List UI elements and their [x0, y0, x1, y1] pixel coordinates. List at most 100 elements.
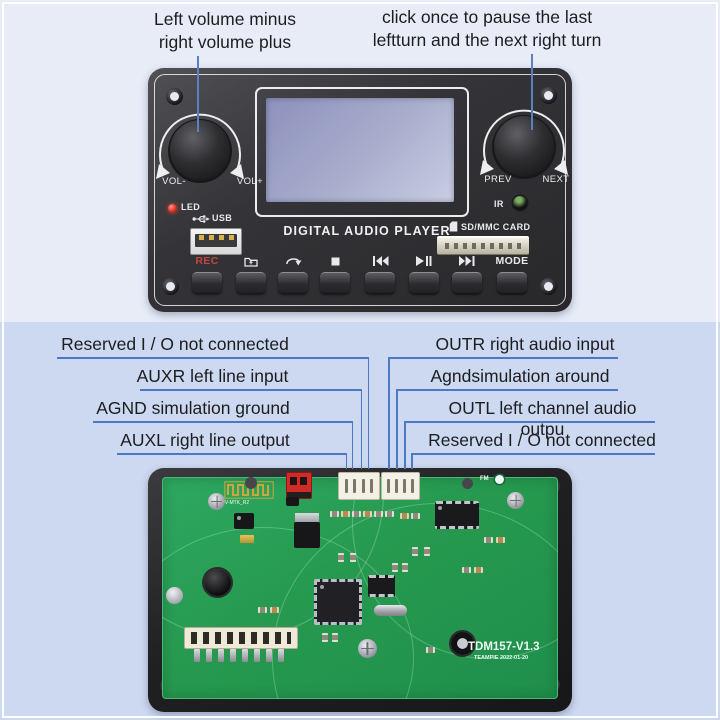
callout-drop-line — [360, 389, 363, 469]
panel-title: DIGITAL AUDIO PLAYER — [283, 224, 451, 238]
smd-component — [352, 511, 361, 517]
fm-label: FM — [480, 476, 489, 482]
annotation-volume-line1: Left volume minus — [153, 9, 296, 29]
screw-hole — [162, 278, 179, 295]
solder-pin — [194, 649, 200, 662]
screw — [208, 493, 225, 510]
rec-button-group: REC — [185, 254, 229, 293]
mode-button[interactable] — [497, 272, 527, 293]
usb-contact — [209, 235, 214, 240]
mode-label: MODE — [495, 255, 529, 267]
screw-hole — [540, 278, 557, 295]
main-chip — [314, 579, 362, 625]
smd-component — [412, 547, 418, 556]
solder-pin — [278, 649, 284, 662]
capacitor — [451, 632, 474, 655]
next-button[interactable] — [452, 272, 482, 293]
callout-drop-line — [396, 389, 398, 469]
usb-contact — [199, 235, 204, 240]
callout-line-volume — [197, 56, 199, 132]
callout-underline — [57, 357, 369, 359]
smd-component — [374, 511, 383, 517]
pin-callout-label: OUTR right audio input — [435, 334, 615, 354]
smd-component — [402, 563, 408, 572]
lcd-screen — [266, 98, 454, 202]
gold-pad — [240, 535, 254, 543]
smd-component — [332, 633, 338, 642]
capacitor — [166, 587, 183, 604]
sd-label: SD/MMC CARD — [461, 222, 531, 232]
screw-hole — [540, 87, 557, 104]
previous-icon — [372, 256, 388, 266]
pcb-board: WV-MTK_R2 FM — [162, 472, 558, 699]
screen-bezel — [255, 87, 469, 217]
folder-button-group — [229, 254, 273, 293]
next-button-group — [445, 254, 489, 293]
smd-component — [392, 563, 398, 572]
folder-button[interactable] — [236, 272, 266, 293]
callout-underline — [117, 453, 347, 455]
callout-drop-line — [351, 421, 354, 469]
soic16-chip — [435, 501, 479, 529]
solder-pin — [218, 649, 224, 662]
solder-pin — [206, 649, 212, 662]
rec-button[interactable] — [192, 272, 222, 293]
voltage-regulator — [294, 522, 320, 548]
play-pause-button-group — [402, 254, 446, 293]
stop-icon — [331, 257, 339, 265]
smd-component — [484, 537, 493, 543]
repeat-icon — [285, 257, 301, 265]
previous-button[interactable] — [365, 272, 395, 293]
smd-component — [350, 553, 356, 562]
smd-component — [426, 647, 435, 653]
ir-sensor — [513, 196, 527, 210]
callout-drop-line — [404, 421, 406, 469]
next-icon — [459, 256, 475, 266]
annotation-volume: Left volume minus right volume plus — [110, 8, 340, 54]
model-label: TDM157-V1.3 — [468, 641, 540, 653]
usb-port[interactable] — [190, 228, 242, 255]
bottom-connector — [184, 627, 298, 649]
repeat-button[interactable] — [278, 272, 308, 293]
next-label: NEXT — [542, 174, 570, 185]
annotation-track-line1: click once to pause the last — [381, 7, 593, 27]
smd-component — [270, 607, 279, 613]
led-label: LED — [181, 202, 201, 212]
sd-card-slot[interactable] — [437, 236, 529, 255]
pin-callout-label: OUTL left channel audio outpu — [448, 398, 637, 439]
transistor — [286, 497, 299, 506]
smd-component — [322, 633, 328, 642]
bluetooth-chip — [234, 513, 254, 529]
pin-header-right — [381, 472, 420, 500]
smd-component — [411, 513, 420, 519]
smd-component — [424, 547, 430, 556]
power-connector — [286, 472, 312, 499]
callout-drop-line — [367, 357, 370, 469]
usb-icon — [192, 215, 210, 223]
sd-card-icon — [449, 221, 458, 232]
pin-callout-label: AUXL right line output — [120, 430, 290, 450]
track-knob[interactable] — [474, 98, 574, 198]
usb-port-cavity — [195, 234, 237, 247]
front-panel: VOL- VOL+ PREV NEXT LED USB DIGITAL AUDI… — [148, 68, 572, 312]
crystal-oscillator — [374, 605, 407, 616]
smd-component — [338, 553, 344, 562]
vol-minus-label: VOL- — [162, 176, 186, 187]
stop-button-group — [313, 254, 357, 293]
folder-icon — [244, 257, 258, 267]
volume-knob[interactable] — [150, 102, 250, 202]
solder-pin — [266, 649, 272, 662]
fm-hole — [495, 475, 504, 484]
vol-plus-label: VOL+ — [236, 176, 264, 187]
screw — [507, 492, 524, 509]
callout-underline — [396, 389, 618, 391]
solder-pin — [254, 649, 260, 662]
led-indicator — [168, 204, 177, 213]
stop-button[interactable] — [320, 272, 350, 293]
standoff — [462, 478, 473, 489]
play-pause-button[interactable] — [409, 272, 439, 293]
annotation-track-line2: leftturn and the next right turn — [372, 30, 602, 50]
screw — [358, 639, 377, 658]
smd-component — [363, 511, 372, 517]
annotation-volume-line2: right volume plus — [158, 32, 292, 52]
